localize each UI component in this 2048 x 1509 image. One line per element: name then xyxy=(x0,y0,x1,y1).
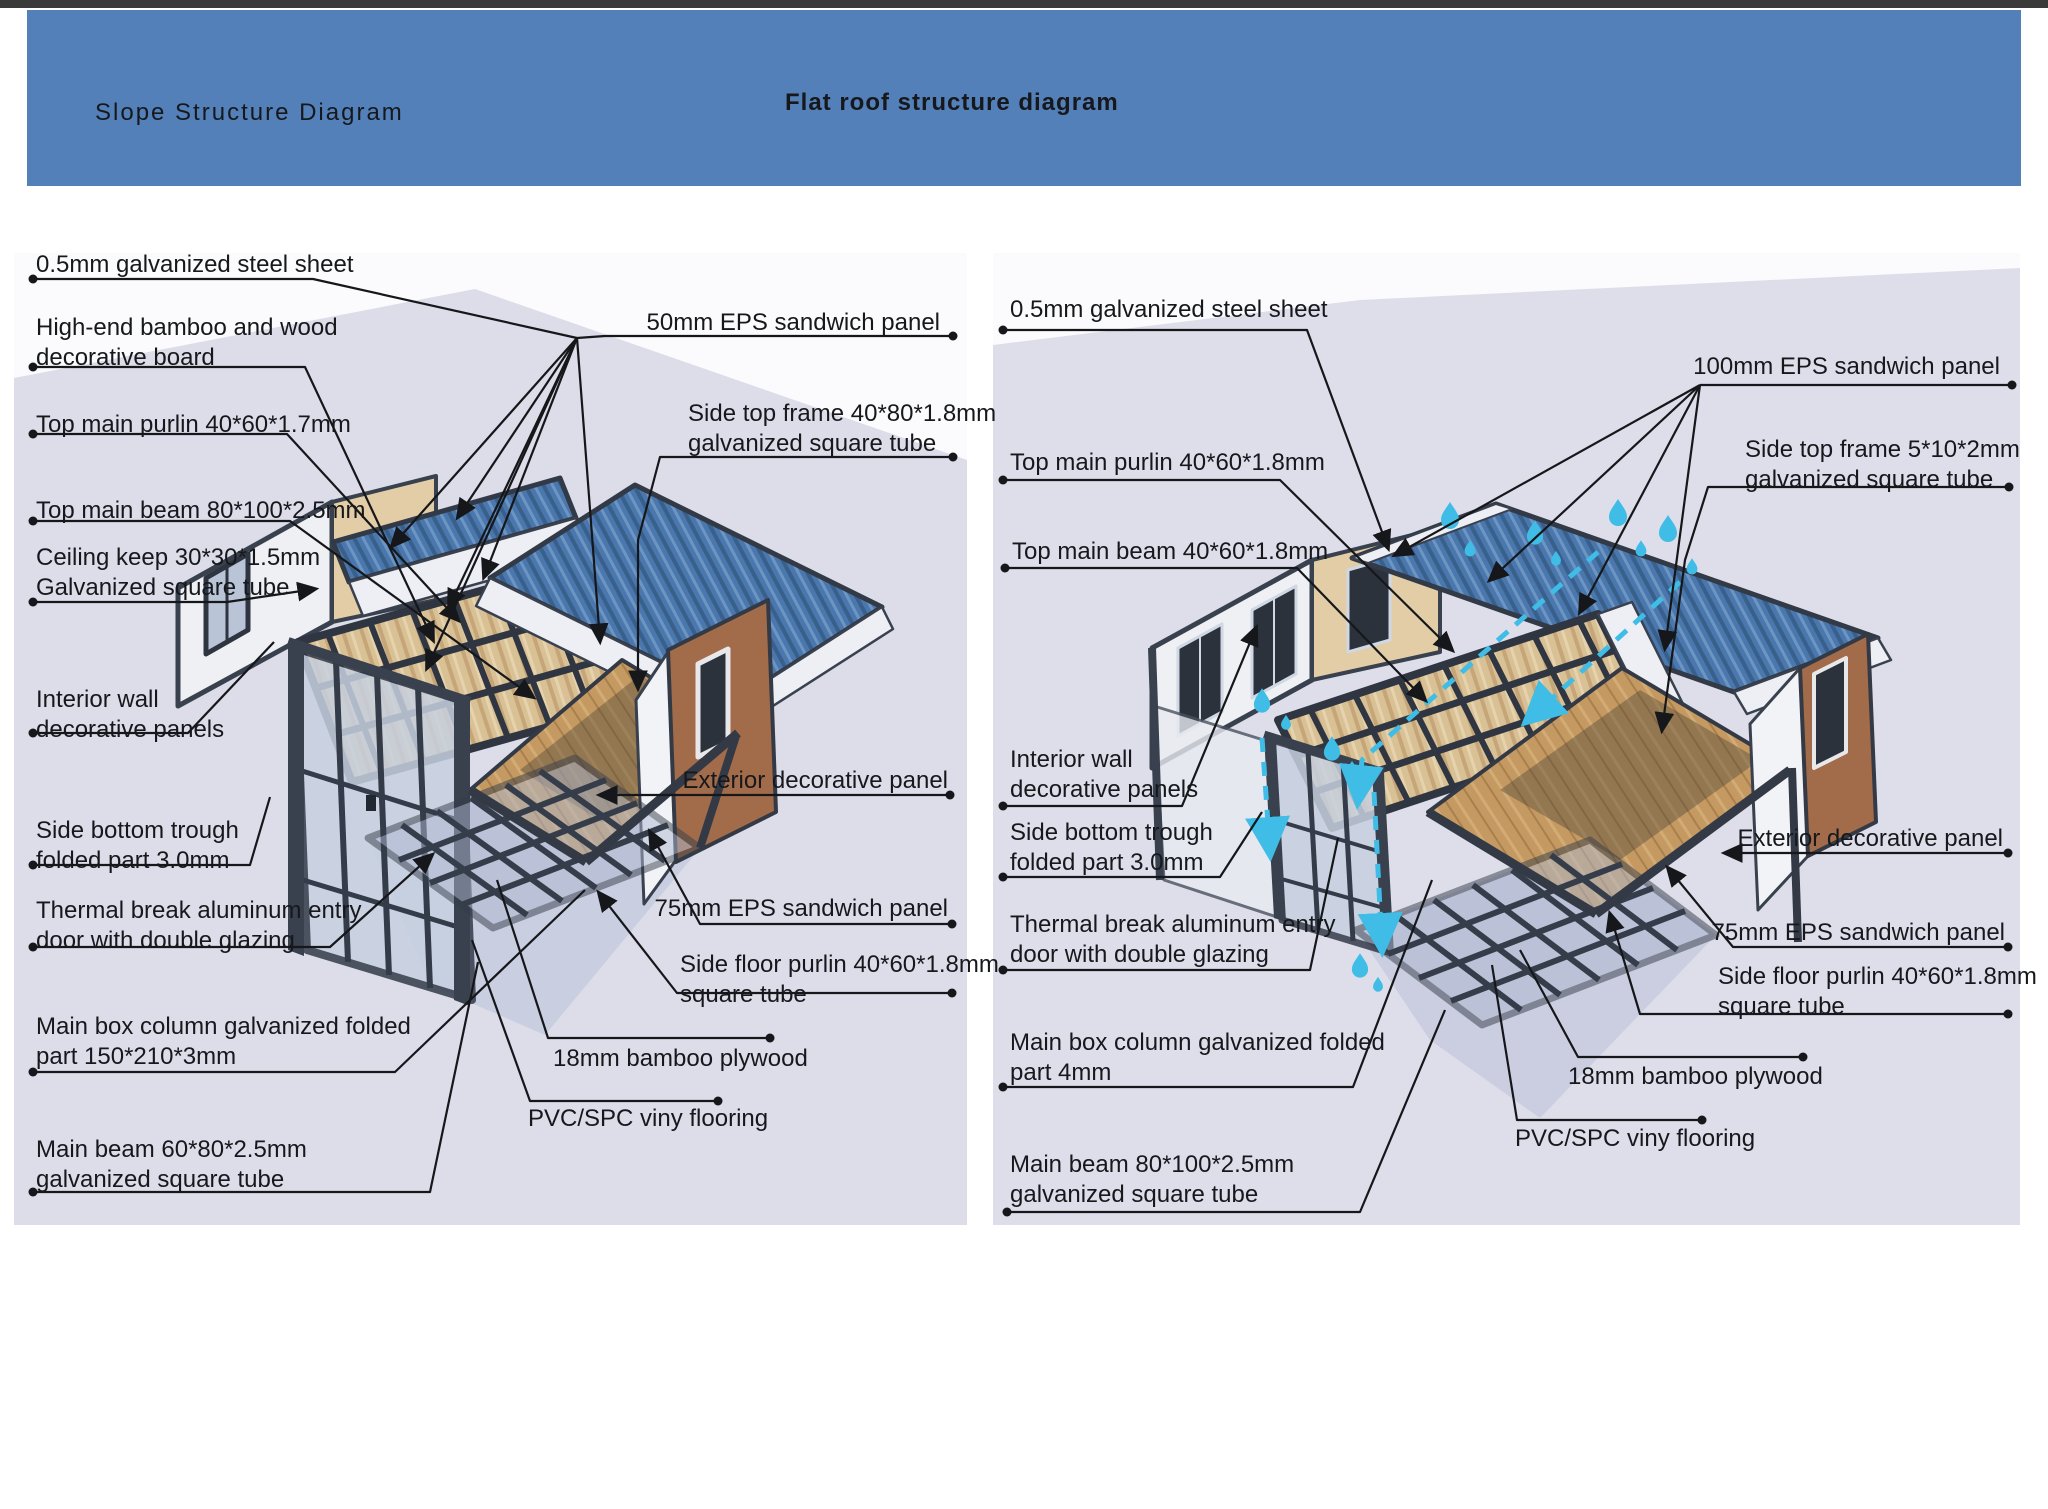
window-icon xyxy=(1812,656,1848,770)
label-eps-100: 100mm EPS sandwich panel xyxy=(1693,353,2000,380)
leader-dots xyxy=(28,274,2017,1217)
label-top-main-beam: Top main beam 80*100*2.5mm xyxy=(36,497,366,524)
label-interior-wall: Interior wall decorative panels xyxy=(36,686,225,743)
slope-leader-lines xyxy=(33,277,953,1194)
label-top-main-purlin: Top main purlin 40*60*1.7mm xyxy=(36,411,351,438)
top-border-strip xyxy=(0,0,2048,8)
label-bamboo-board: High-end bamboo and wood decorative boar… xyxy=(36,314,338,371)
label-main-box-column: Main box column galvanized folded part 1… xyxy=(36,1013,411,1070)
label-eps-50: 50mm EPS sandwich panel xyxy=(646,309,940,336)
label-top-main-purlin-flat: Top main purlin 40*60*1.8mm xyxy=(1010,449,1325,476)
label-side-floor-purlin: Side floor purlin 40*60*1.8mm square tub… xyxy=(680,951,999,1008)
flat-house-illustration xyxy=(1148,499,1893,1118)
label-steel-sheet: 0.5mm galvanized steel sheet xyxy=(36,251,354,278)
label-pvc-flooring: PVC/SPC viny flooring xyxy=(528,1105,769,1132)
label-side-bottom-trough-flat: Side bottom trough folded part 3.0mm xyxy=(1010,819,1213,876)
window-icon xyxy=(1346,556,1392,654)
label-side-top-frame: Side top frame 40*80*1.8mm galvanized sq… xyxy=(688,400,997,457)
label-entry-door-flat: Thermal break aluminum entry door with d… xyxy=(1010,911,1336,968)
label-eps-75-flat: 75mm EPS sandwich panel xyxy=(1711,919,2005,946)
slope-diagram-title: Slope Structure Diagram xyxy=(95,99,404,126)
label-bamboo-plywood: 18mm bamboo plywood xyxy=(553,1045,808,1072)
label-eps-75: 75mm EPS sandwich panel xyxy=(654,895,948,922)
flat-leader-lines xyxy=(1003,328,2012,1214)
label-main-beam-flat: Main beam 80*100*2.5mm galvanized square… xyxy=(1010,1151,1295,1208)
label-ceiling-keel: Ceiling keep 30*30*1.5mm Galvanized squa… xyxy=(36,544,321,601)
drainage-arrows xyxy=(1245,550,1682,958)
door-handle-icon xyxy=(366,795,376,811)
label-bamboo-plywood-flat: 18mm bamboo plywood xyxy=(1568,1063,1823,1090)
label-steel-sheet-flat: 0.5mm galvanized steel sheet xyxy=(1010,296,1328,323)
label-side-floor-purlin-flat: Side floor purlin 40*60*1.8mm square tub… xyxy=(1718,963,2037,1020)
label-entry-door: Thermal break aluminum entry door with d… xyxy=(36,897,362,954)
label-exterior-panel: Exterior decorative panel xyxy=(682,767,948,794)
label-side-top-frame-flat: Side top frame 5*10*2mm galvanized squar… xyxy=(1745,436,2020,493)
label-main-box-column-flat: Main box column galvanized folded part 4… xyxy=(1010,1029,1385,1086)
flat-diagram-title: Flat roof structure diagram xyxy=(785,89,1119,116)
label-main-beam: Main beam 60*80*2.5mm galvanized square … xyxy=(36,1136,307,1193)
label-interior-wall-flat: Interior wall decorative panels xyxy=(1010,746,1199,803)
header-banner xyxy=(27,10,2021,186)
label-exterior-panel-flat: Exterior decorative panel xyxy=(1737,825,2003,852)
label-top-main-beam-flat: Top main beam 40*60*1.8mm xyxy=(1012,538,1329,565)
label-pvc-flooring-flat: PVC/SPC viny flooring xyxy=(1515,1125,1756,1152)
slope-entry-door xyxy=(286,637,476,1006)
label-side-bottom-trough: Side bottom trough folded part 3.0mm xyxy=(36,817,239,874)
flat-base-frame xyxy=(1352,766,1802,1029)
